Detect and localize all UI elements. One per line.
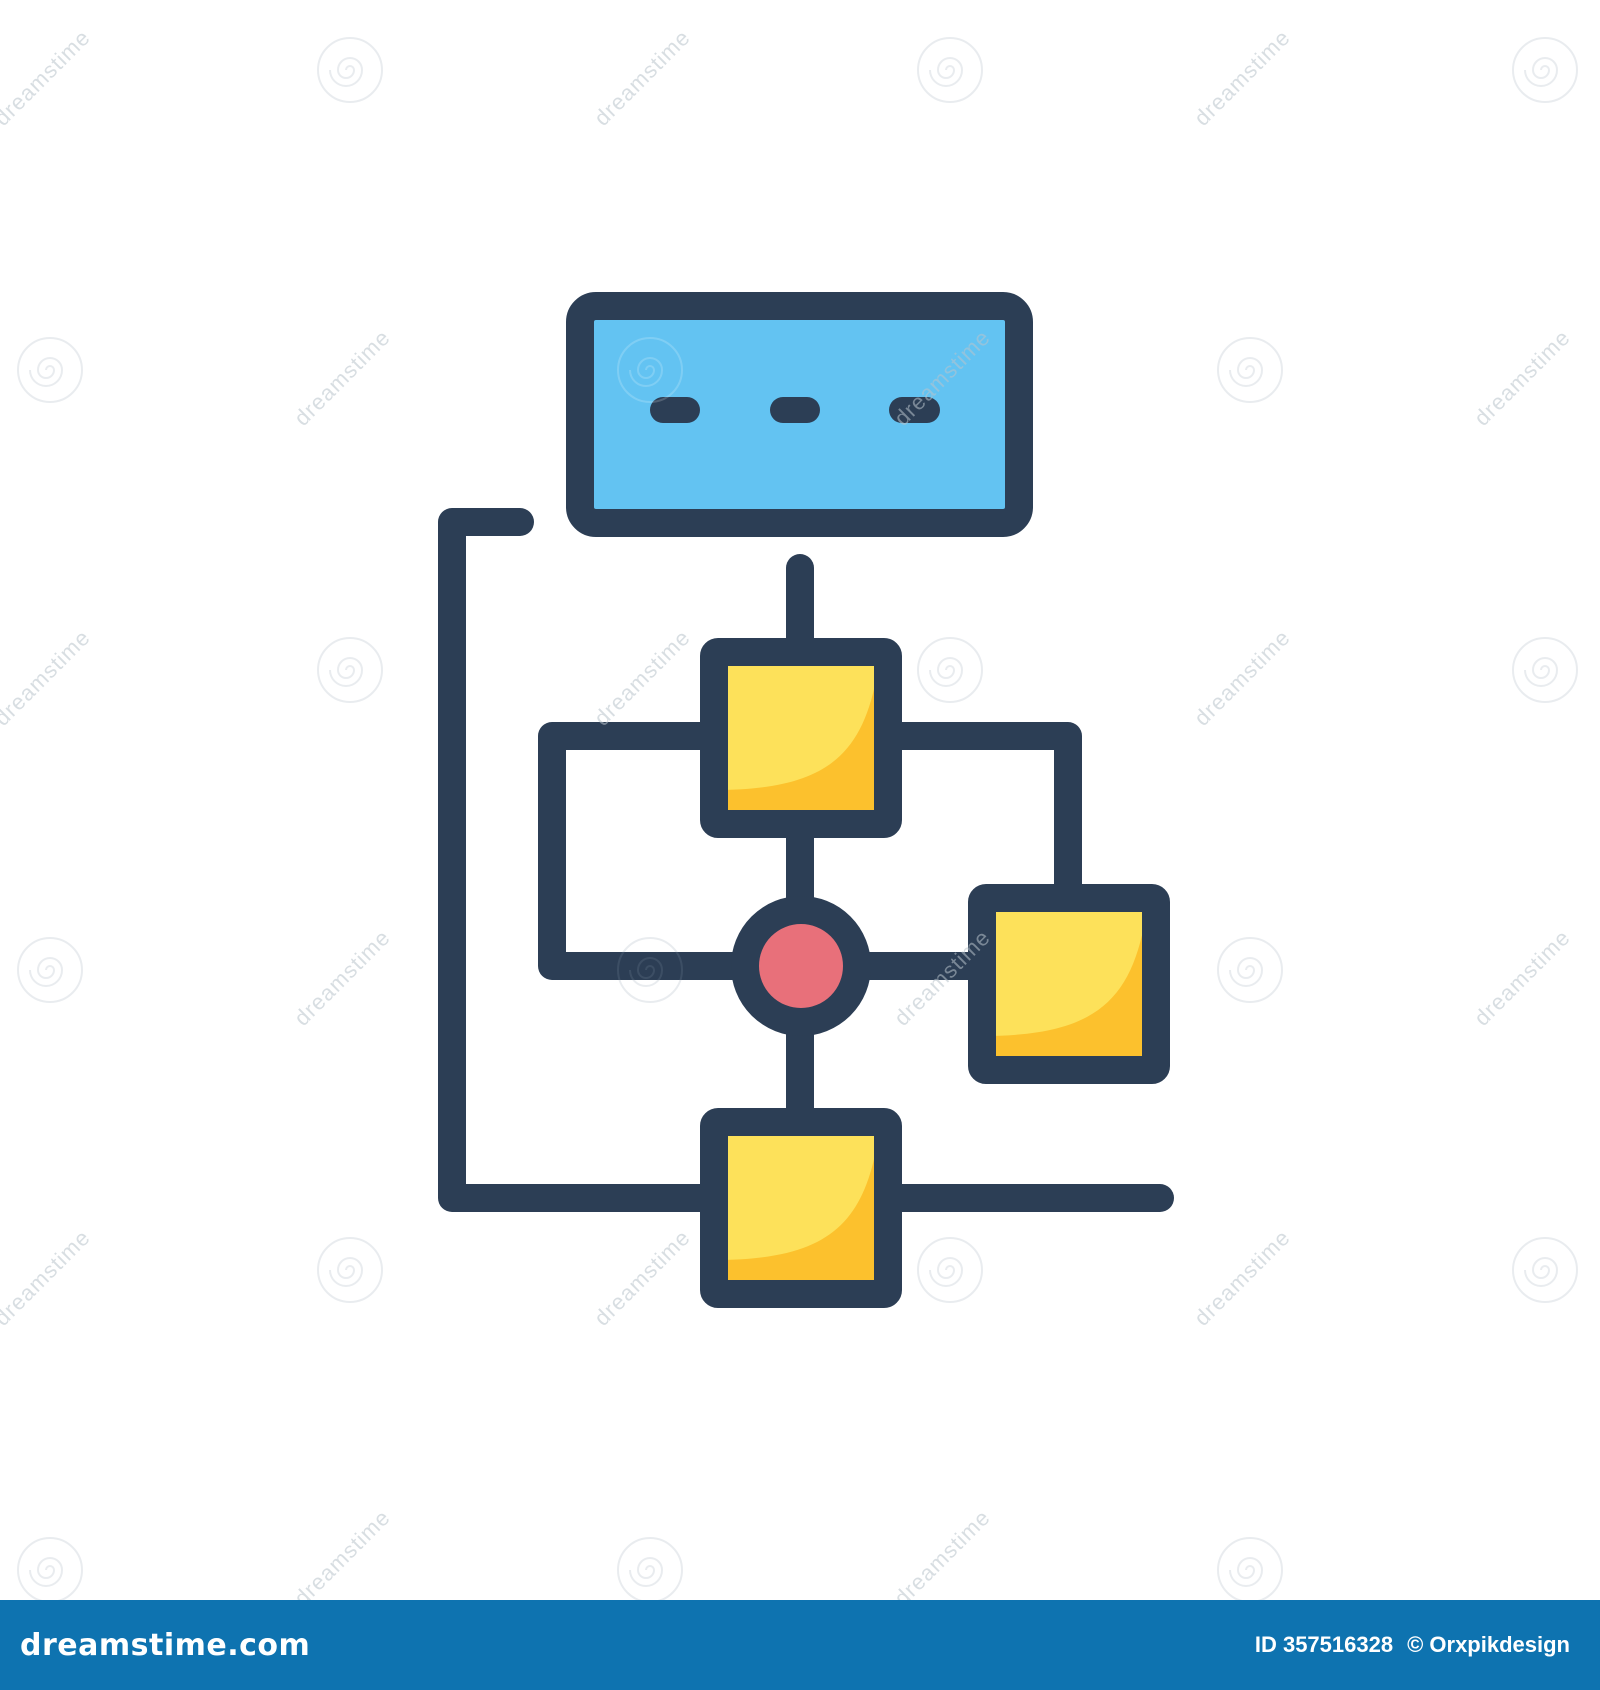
brand-logo[interactable]: dreamstime.com — [20, 1628, 310, 1663]
header-box — [566, 292, 1033, 537]
right-branch-connector — [866, 722, 1082, 904]
process-node-right — [968, 884, 1170, 1084]
footer-bar: dreamstime.com ID 357516328 © Orxpikdesi… — [0, 1600, 1600, 1690]
flowchart-icon — [438, 292, 1174, 1308]
image-credit: ID 357516328 © Orxpikdesign — [1255, 1632, 1570, 1658]
image-id: ID 357516328 — [1254, 1632, 1394, 1657]
process-node-bottom — [700, 1108, 902, 1308]
connector-lines — [438, 508, 1174, 1212]
left-loop-connector — [538, 722, 754, 980]
process-node-top — [700, 638, 902, 838]
header-box-frame — [566, 292, 1033, 537]
decision-hub — [731, 896, 871, 1036]
image-author: © Orxpikdesign — [1407, 1632, 1570, 1657]
brand-text: dreamstime.com — [20, 1627, 311, 1663]
feedback-connector — [438, 508, 734, 1212]
